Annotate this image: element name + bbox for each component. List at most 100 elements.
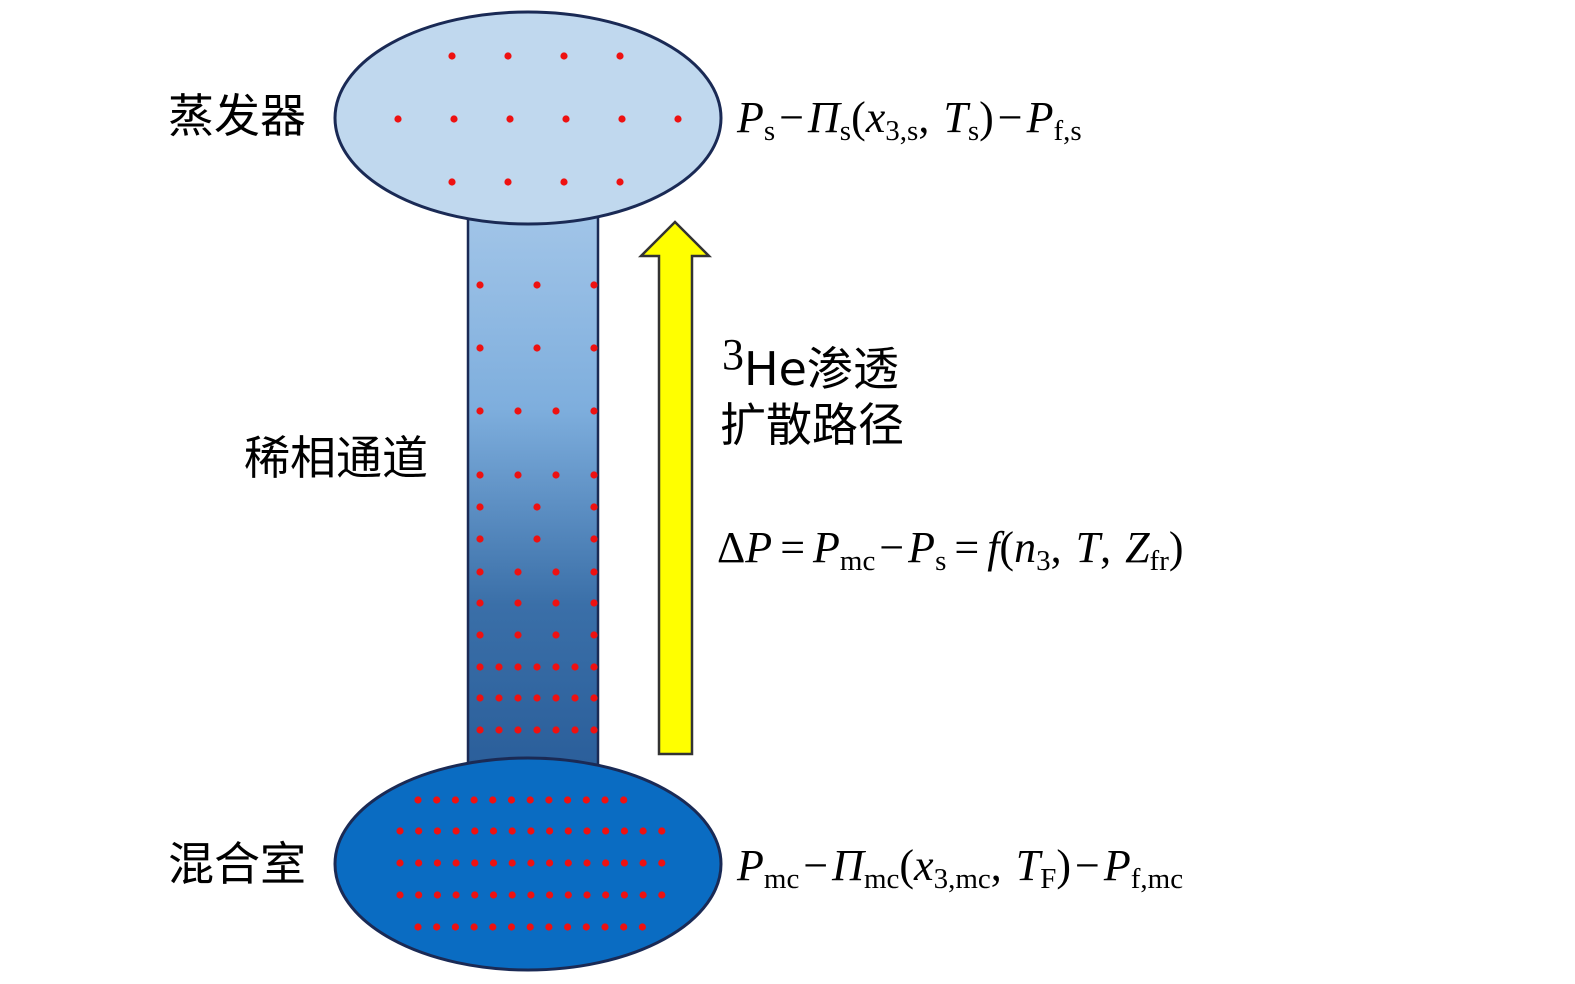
mixing-chamber-dot [471,827,479,835]
evaporator-dot [560,178,568,186]
channel-dot [514,568,522,576]
channel-dot [476,726,484,734]
he3-permeation-text: He渗透 [744,342,899,396]
mixing-chamber-dot [601,923,609,931]
mixing-chamber-dot [415,891,423,899]
evaporator-dot [616,52,624,60]
mixing-chamber-dot [583,891,591,899]
mixing-chamber-dot [602,859,610,867]
mixing-chamber-dot [451,796,459,804]
mixing-chamber-dot [526,923,534,931]
evaporator-dot [562,115,570,123]
channel-dot [590,535,598,543]
channel-dot [590,599,598,607]
channel-dot [476,663,484,671]
evaporator-dot [394,115,402,123]
mixing-chamber-dot [415,827,423,835]
channel-dot [571,726,579,734]
channel-dot [552,694,560,702]
mixing-chamber-dot [564,827,572,835]
mixing-chamber-dot [433,827,441,835]
evaporator-dot [560,52,568,60]
channel-dot [476,631,484,639]
channel-dot [476,281,484,289]
channel-dot [495,694,503,702]
mixing-chamber-dot [414,796,422,804]
mixing-chamber-dot [433,891,441,899]
channel-dot [514,726,522,734]
evaporator-dot [448,178,456,186]
mixing-chamber-dot [489,859,498,867]
mixing-chamber-dot [545,796,553,804]
evaporator-dot [674,115,682,123]
mixing-chamber-dot [546,891,554,899]
mixing-chamber-dot [489,891,498,899]
mixing-chamber-dot [638,923,647,931]
mixing-chamber-dot [620,859,629,867]
mixing-chamber-dot [452,859,460,867]
channel-dot [514,407,522,415]
mixing-chamber-dot [433,859,441,867]
channel-dot [590,663,598,671]
mixing-chamber-dot [658,891,666,899]
channel-dot [495,663,503,671]
channel-dot [590,407,598,415]
he3-particle-dots [394,52,682,931]
channel-dot [533,281,541,289]
mixing-chamber-dot [620,796,628,804]
dilute-channel-tube [466,210,600,776]
mixing-chamber-dot [564,859,572,867]
channel-dot [476,535,484,543]
mixing-chamber-dot [639,891,647,899]
channel-dot [533,663,541,671]
channel-dot [514,631,522,639]
mixing-chamber-label: 混合室 [168,837,306,891]
mixing-chamber-dot [582,923,590,931]
channel-dot [476,694,484,702]
channel-dot [571,694,579,702]
mixing-chamber-dot [564,796,572,804]
mixing-chamber-dot [527,827,535,835]
mixing-chamber-dot [489,796,497,804]
channel-dot [514,471,522,479]
channel-dot [552,471,560,479]
mixing-chamber-dot [433,796,441,804]
channel-dot [476,471,484,479]
mixing-chamber-dot [602,827,610,835]
diffusion-path-label-line1: 3He渗透 [722,330,899,396]
channel-dot [590,694,598,702]
evaporator-dot [450,115,458,123]
channel-dot [533,726,541,734]
channel-dot [552,631,560,639]
channel-dot [476,568,484,576]
mixing-chamber-dot [452,827,460,835]
mixing-chamber-pressure-equation: Pmc−Πmc(x3,mc,TF)−Pf,mc [736,841,1183,895]
channel-dot [476,599,484,607]
mixing-chamber-dot [508,859,516,867]
mixing-chamber-dot [564,923,572,931]
channel-dot [571,663,579,671]
mixing-chamber-dot [452,891,460,899]
mixing-chamber-dot [545,923,553,931]
pressure-difference-equation: ΔP=Pmc−Ps=f(n3,T,Zfr) [717,523,1184,577]
mixing-chamber-dot [526,796,534,804]
dilute-channel-label: 稀相通道 [244,431,428,485]
mixing-chamber-dot [508,891,516,899]
channel-dot [476,344,484,352]
channel-dot [590,631,598,639]
mixing-chamber-dot [489,827,498,835]
mixing-chamber-dot [582,796,590,804]
mixing-chamber-dot [415,859,423,867]
mixing-chamber-dot [470,923,478,931]
evaporator-dot [618,115,626,123]
mixing-chamber-dot [451,923,459,931]
evaporator-pressure-equation: Ps−Πs(x3,s,Ts)−Pf,s [736,93,1082,147]
evaporator-dot [616,178,624,186]
mixing-chamber-dot [489,923,497,931]
mixing-chamber-dot [658,827,666,835]
channel-dot [552,599,560,607]
mixing-chamber-dot [564,891,572,899]
mixing-chamber-dot [527,859,535,867]
mixing-chamber-dot [546,827,554,835]
mixing-chamber-dot [620,923,628,931]
